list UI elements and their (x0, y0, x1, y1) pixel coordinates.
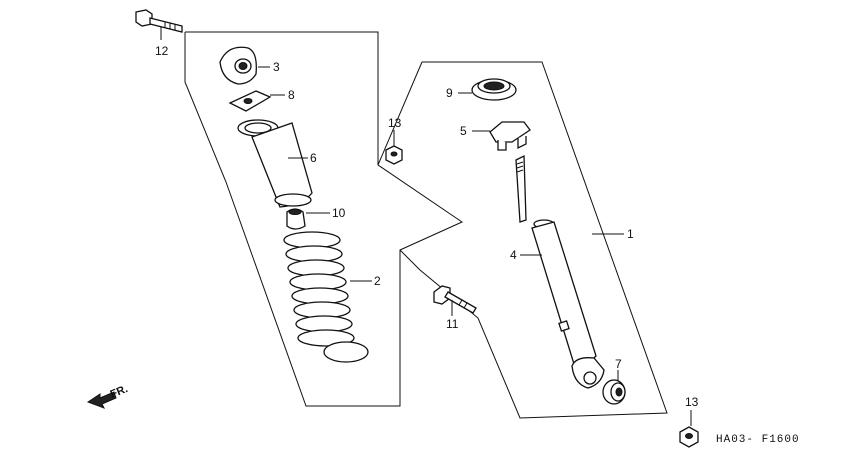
label-4: 4 (510, 248, 517, 262)
label-10: 10 (332, 206, 346, 220)
washer-plate-8[interactable] (228, 90, 272, 112)
label-6: 6 (310, 151, 317, 165)
label-7: 7 (615, 357, 622, 371)
front-direction-arrow-icon (86, 391, 117, 409)
nut-13-upper[interactable] (385, 145, 403, 165)
shock-absorber-4[interactable] (515, 154, 605, 389)
label-13-upper: 13 (388, 116, 402, 130)
bump-rubber-10[interactable] (286, 208, 306, 230)
label-8: 8 (288, 88, 295, 102)
label-11: 11 (446, 317, 459, 331)
direction-label: FR. (109, 383, 130, 401)
right-group-outline (399, 61, 668, 419)
bolt-11[interactable] (433, 285, 477, 314)
coil-spring-2[interactable] (283, 231, 369, 363)
label-3: 3 (273, 60, 280, 74)
dust-boot-6[interactable] (237, 119, 313, 208)
spring-seat-5[interactable] (489, 121, 531, 151)
nut-13-lower[interactable] (679, 426, 699, 448)
bolt-12[interactable] (135, 9, 183, 33)
label-1: 1 (627, 227, 634, 241)
diagram-code: HA03- F1600 (716, 434, 800, 446)
label-2: 2 (374, 274, 381, 288)
label-13-lower: 13 (685, 395, 699, 409)
upper-seat-9[interactable] (471, 78, 517, 101)
label-9: 9 (446, 86, 453, 100)
upper-mount-3[interactable] (219, 46, 257, 85)
label-5: 5 (460, 124, 467, 138)
right-group-outline-top (377, 61, 423, 166)
label-12: 12 (155, 44, 169, 58)
left-group-outline (184, 31, 464, 407)
bushing-7[interactable] (602, 379, 626, 405)
